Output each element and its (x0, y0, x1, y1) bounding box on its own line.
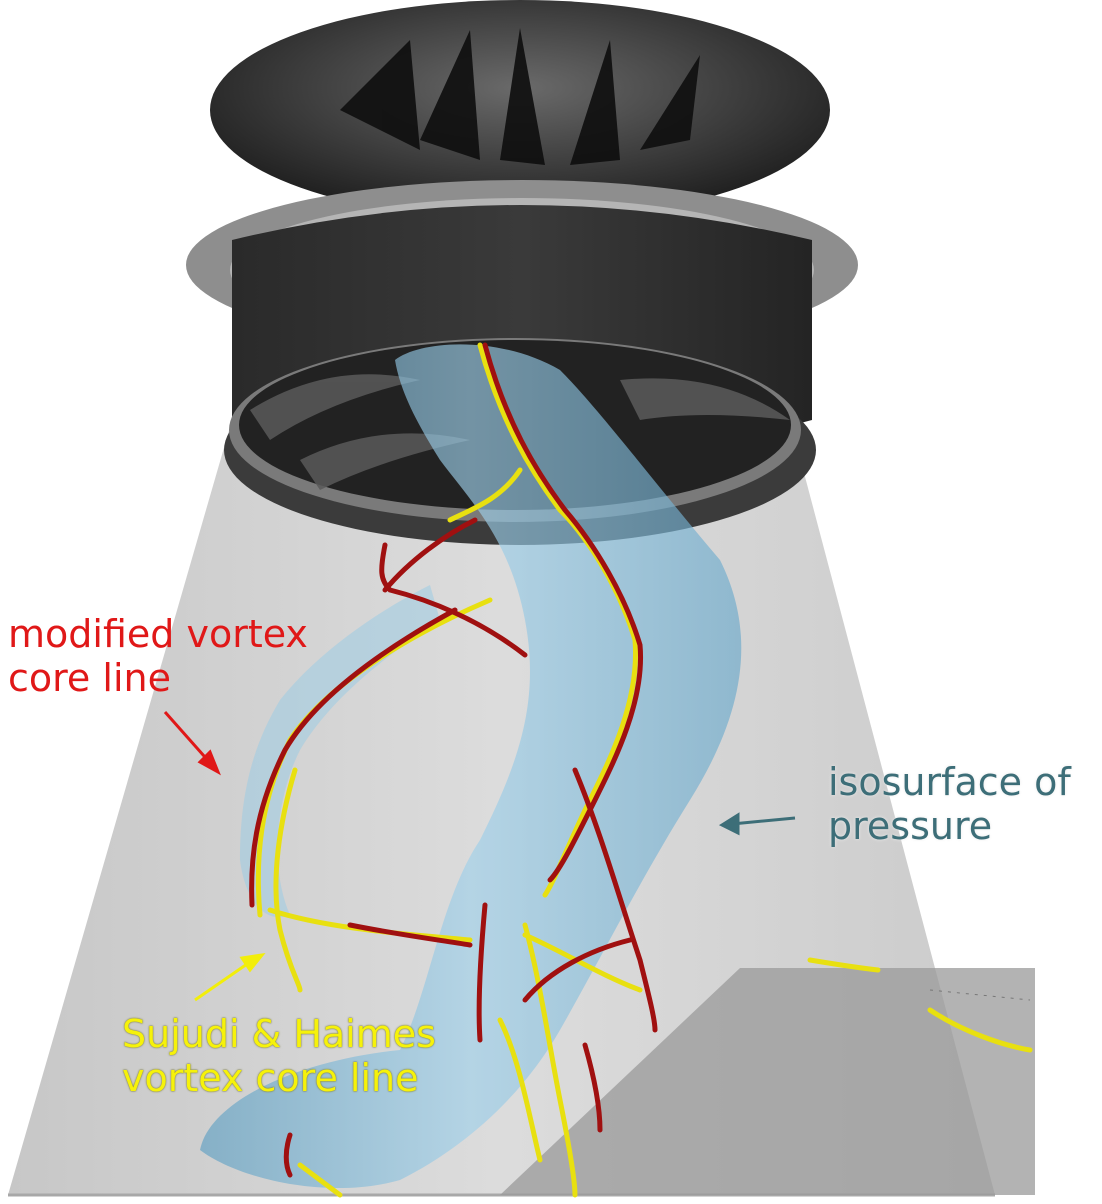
isosurface-main (200, 344, 742, 1189)
label-sujudi-line2: vortex core line (122, 1056, 419, 1100)
label-isosurface-line2: pressure (828, 804, 993, 848)
modified-core-lines (249, 342, 658, 1178)
label-isosurface: isosurface of pressure (828, 760, 1071, 848)
floor-plane (500, 968, 1035, 1195)
arrow-isosurface (718, 812, 796, 836)
runner-blades (340, 28, 700, 165)
label-sujudi-line1: Sujudi & Haimes (122, 1012, 436, 1056)
label-modified-line1: modified vortex (8, 612, 308, 656)
lower-blades (250, 374, 790, 490)
arrow-sujudi (194, 952, 266, 1002)
label-modified-line2: core line (8, 656, 171, 700)
arrow-modified (163, 711, 221, 776)
label-sujudi-haimes: Sujudi & Haimes vortex core line (122, 1012, 436, 1100)
floor-speck (929, 989, 1031, 1001)
label-isosurface-line1: isosurface of (828, 760, 1071, 804)
label-modified-vortex: modified vortex core line (8, 612, 308, 700)
